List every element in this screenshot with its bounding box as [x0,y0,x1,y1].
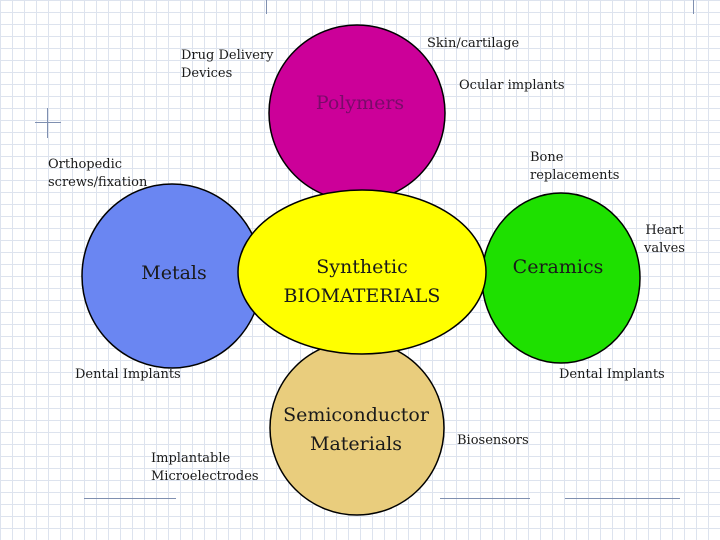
bone-replacements-label: Bone replacements [530,150,620,183]
heart-valves-label: Heart valves [644,223,685,256]
ocular-implants-label: Ocular implants [459,78,565,93]
metals-label: Metals [141,262,207,284]
semiconductor-petal [269,340,445,516]
microelectrodes-label: Implantable Microelectrodes [151,451,259,484]
deco-bottom-bar-left [84,498,176,499]
deco-vertical-line-top [266,0,267,14]
deco-horizontal-line-left [35,122,61,123]
deco-vertical-line-topright [693,0,694,14]
center-label-line1: Synthetic [316,256,407,278]
dental-implants-right-label: Dental Implants [559,367,665,382]
orthopedic-label: Orthopedic screws/fixation [48,157,148,190]
semiconductor-label-line2: Materials [310,433,402,455]
drug-delivery-label: Drug Delivery Devices [181,48,274,81]
skin-cartilage-label: Skin/cartilage [427,36,520,51]
deco-vertical-line-left [47,108,48,138]
ceramics-label: Ceramics [513,256,604,278]
deco-bottom-bar-right [565,498,680,499]
center-ellipse [237,189,487,355]
center-label-line2: BIOMATERIALS [284,285,441,307]
dental-implants-left-label: Dental Implants [75,367,181,382]
ceramics-petal [481,192,641,364]
biosensors-label: Biosensors [457,433,529,448]
semiconductor-label-line1: Semiconductor [283,404,430,426]
polymers-label: Polymers [316,92,404,114]
deco-bottom-bar-mid [440,498,530,499]
